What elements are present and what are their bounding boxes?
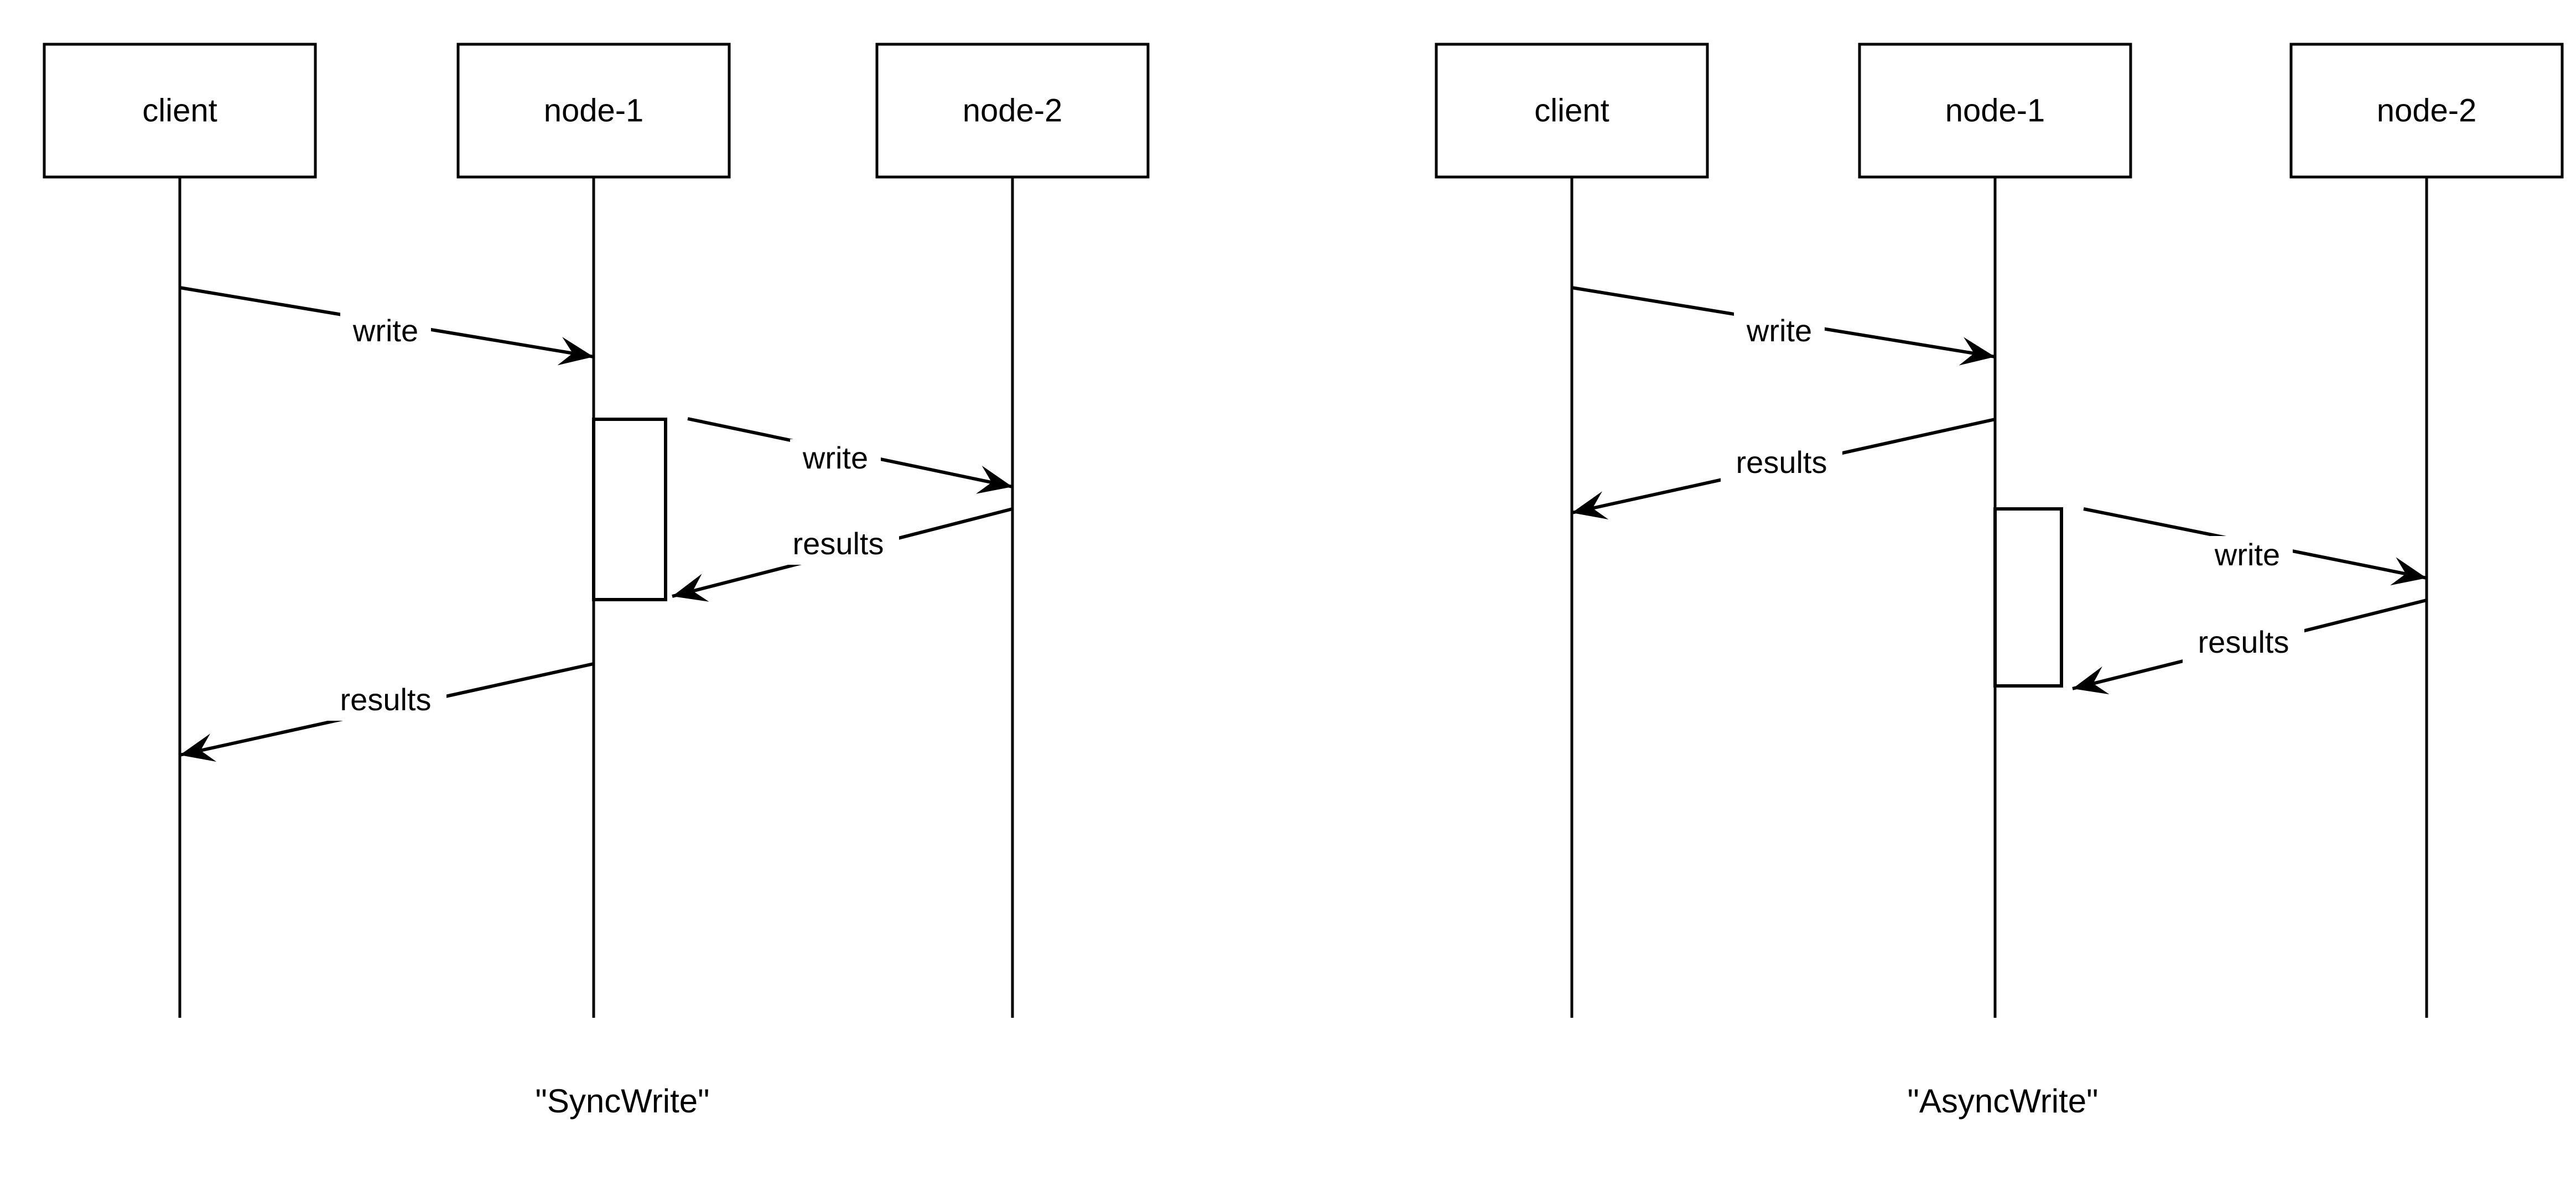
participant-node-1: node-1	[456, 43, 731, 1018]
participant-label-client: client	[142, 92, 217, 128]
participant-box-node-2[interactable]	[2289, 43, 2564, 179]
participant-node-2: node-2	[2289, 43, 2564, 1018]
message-label-results: results	[340, 682, 432, 717]
message-label-backdrop	[340, 312, 431, 352]
message-label-backdrop	[790, 439, 881, 479]
message-label-write: write	[802, 440, 868, 475]
message-label-backdrop	[1721, 444, 1842, 483]
message-label-write: write	[1746, 313, 1812, 348]
message-label-backdrop	[325, 681, 446, 721]
message-m3-write: write	[2083, 507, 2427, 586]
arrow-head-icon	[975, 465, 1012, 494]
participant-node-1: node-1	[1858, 43, 2132, 1018]
arrow-head-icon	[672, 574, 709, 602]
message-label-write: write	[352, 313, 418, 348]
participant-box-node-1[interactable]	[456, 43, 731, 179]
diagram-caption-sync-write: "SyncWrite"	[536, 1082, 710, 1120]
message-label-results: results	[1736, 445, 1827, 480]
message-label-write: write	[2214, 537, 2280, 572]
message-label-results: results	[2198, 624, 2289, 659]
arrow-head-icon	[1959, 337, 1995, 366]
participant-label-node-1: node-1	[1945, 92, 2045, 128]
message-label-backdrop	[777, 525, 899, 565]
participant-client: client	[43, 43, 317, 1018]
activation-bar-node-1	[592, 418, 667, 601]
participant-box-node-2[interactable]	[875, 43, 1150, 179]
diagram-caption-async-write: "AsyncWrite"	[1908, 1082, 2099, 1120]
message-m3-results: results	[672, 507, 1013, 602]
arrow-head-icon	[2073, 666, 2110, 695]
message-label-backdrop	[2183, 623, 2304, 663]
arrow-head-icon	[2390, 557, 2427, 586]
message-label-backdrop	[2202, 536, 2293, 576]
arrow-head-icon	[1572, 491, 1609, 520]
message-m1-write: write	[1571, 286, 1996, 366]
participant-box-client[interactable]	[1435, 43, 1709, 179]
message-m4-results: results	[179, 662, 594, 762]
arrow-head-icon	[180, 733, 217, 762]
participant-label-node-2: node-2	[963, 92, 1063, 128]
message-m4-results: results	[2072, 598, 2427, 695]
message-label-results: results	[793, 526, 884, 561]
sequence-diagram-async-write: client node-1 node-2 write results write resul…	[1435, 43, 2564, 1120]
participant-label-client: client	[1534, 92, 1609, 128]
participant-node-2: node-2	[875, 43, 1150, 1018]
participant-label-node-1: node-1	[544, 92, 644, 128]
participant-box-node-1[interactable]	[1858, 43, 2132, 179]
participant-label-node-2: node-2	[2377, 92, 2477, 128]
message-m2-write: write	[687, 417, 1013, 494]
participant-client: client	[1435, 43, 1709, 1018]
participant-box-client[interactable]	[43, 43, 317, 179]
message-label-backdrop	[1734, 312, 1825, 352]
message-m2-results: results	[1571, 418, 1996, 520]
sequence-diagram-sync-write: client node-1 node-2 write write results resul…	[43, 43, 1150, 1120]
activation-bar-node-1	[1993, 507, 2063, 688]
message-m1-write: write	[179, 286, 594, 366]
arrow-head-icon	[557, 337, 594, 366]
